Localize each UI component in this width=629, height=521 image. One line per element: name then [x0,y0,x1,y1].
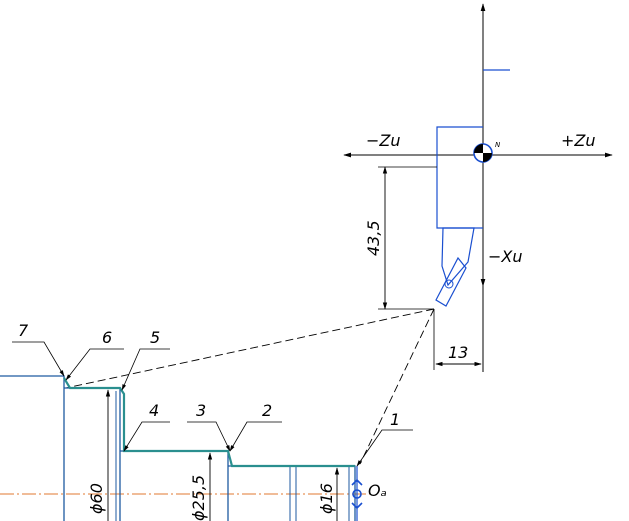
point-label-2: 2 [262,401,272,420]
point-label-4: 4 [149,401,159,420]
part-step-25-5 [120,450,229,521]
tool-holder: N [435,69,510,307]
dimension-13: 13 [448,343,468,362]
diameter-dimensions: ϕ60 ϕ25,5 ϕ16 [87,389,340,521]
dimension-vertical-offset: 43,5 [364,166,437,310]
part-outline [0,375,65,521]
origin-marker-icon [351,478,363,510]
cutting-insert [435,256,467,307]
part-origin: Oₐ [351,466,387,521]
point-leaders: 1 2 3 4 5 6 7 [12,321,413,467]
origin-label: Oₐ [368,481,387,500]
point-label-1: 1 [390,410,400,429]
point-label-7: 7 [18,321,29,340]
tool-reference-point-icon [473,143,493,163]
plus-z-label: +Zu [561,131,596,150]
insert-screw [444,279,454,289]
tool-point-label: N [495,141,501,149]
tool-neck [441,227,475,287]
point-label-3: 3 [196,401,206,420]
minus-z-label: −Zu [366,131,401,150]
minus-x-label: −Xu [488,247,523,266]
diameter-25-5-label: ϕ25,5 [189,475,208,521]
part-contour [0,375,356,521]
dimension-horizontal-offset: 13 [433,309,482,370]
dimension-43-5: 43,5 [364,220,383,256]
diameter-60-label: ϕ60 [87,483,106,514]
point-label-5: 5 [150,328,160,347]
point-label-6: 6 [102,328,112,347]
tool-path-lines [65,308,435,465]
diameter-16-label: ϕ16 [317,483,336,514]
tool-shank [436,126,483,229]
coordinate-axes: −Zu +Zu −Xu [343,3,613,372]
